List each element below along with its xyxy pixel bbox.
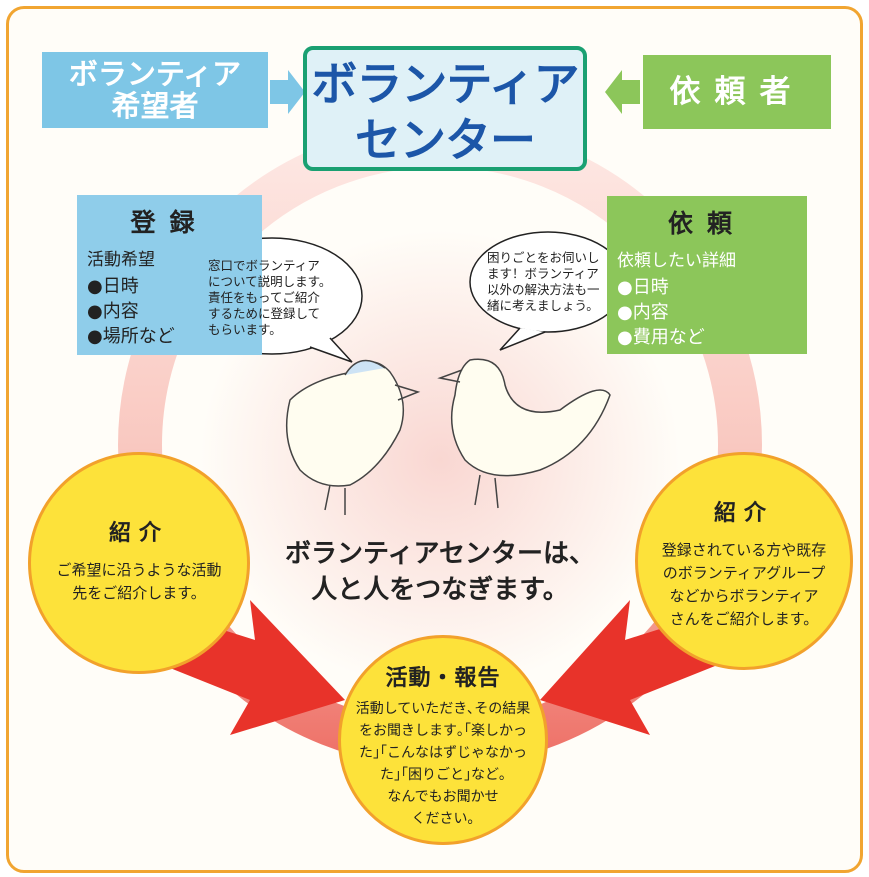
slogan-line-2: 人と人をつなぎます。 [311,575,569,605]
activity-report-line: た｣｢困りごと｣など｡ [380,767,506,783]
bubble-line: 以外の解決方法も一 [487,282,600,297]
right-bubble-text: 困りごとをお伺いし ます！ボランティア 以外の解決方法も一 緒に考えましょう。 [487,250,600,314]
center-title-line-1: ボランティア [311,57,579,111]
requester-box: 依頼者 [643,55,831,129]
introduction-right-circle: 紹介 登録されている方や既存 のボランティアグループ などからボランティア さん… [635,452,853,670]
registration-list: ●日時 ●内容 ●場所など [87,274,252,349]
left-bubble-text: 窓口でボランティア について説明します。 責任をもってご紹介 するために登録して… [208,258,331,338]
activity-report-line: 活動していただき､その結果 [355,701,531,717]
bubble-line: 窓口でボランティア [208,258,320,273]
bubble-line: 緒に考えましょう。 [487,298,599,313]
arrow-right-icon [270,70,305,114]
introduction-left-line: ご希望に沿うような活動 [56,561,222,579]
introduction-left-title: 紹介 [108,521,169,546]
introduction-left-circle: 紹介 ご希望に沿うような活動 先をご紹介します。 [28,452,250,674]
center-title-line-2: センター [355,113,536,167]
volunteer-wisher-line-2: 希望者 [111,89,199,123]
request-list: ●日時 ●内容 ●費用など [617,275,797,350]
bubble-line: 責任をもってご紹介 [208,290,320,305]
introduction-right-line: 登録されている方や既存 [661,541,827,559]
activity-report-line: ください｡ [411,811,475,827]
activity-report-line: をお聞きします｡｢楽しかっ [359,723,527,739]
registration-subtitle: 活動希望 [87,250,155,270]
request-title: 依頼 [667,209,746,238]
activity-report-line: なんでもお聞かせ [387,789,499,805]
introduction-right-line: さんをご紹介します。 [669,610,819,628]
introduction-left-line: 先をご紹介します。 [72,584,206,602]
registration-panel: 登録 活動希望 ●日時 ●内容 ●場所など [77,195,262,355]
bird-left-icon [285,359,421,515]
bubble-line: するために登録して [208,306,321,321]
volunteer-center-box: ボランティア センター [303,46,587,171]
introduction-right-line: のボランティアグループ [662,564,826,582]
slogan: ボランティアセンターは、 人と人をつなぎます。 [250,536,630,608]
activity-report-circle: 活動・報告 活動していただき､その結果 をお聞きします｡｢楽しかっ た｣｢こんな… [338,635,548,845]
registration-title: 登録 [130,208,209,237]
activity-report-title: 活動・報告 [385,666,501,691]
bird-right-icon [437,358,611,509]
request-item: ●内容 [617,302,669,323]
introduction-right-title: 紹介 [713,501,774,526]
registration-item: ●日時 [87,276,139,297]
request-panel: 依頼 依頼したい詳細 ●日時 ●内容 ●費用など [607,196,807,354]
volunteer-wisher-box: ボランティア 希望者 [42,52,268,128]
registration-item: ●内容 [87,301,139,322]
bubble-line: について説明します。 [208,274,332,289]
activity-report-line: た｣｢こんなはずじゃなかっ [359,745,527,761]
bubble-line: 困りごとをお伺いし [487,250,600,265]
request-item: ●日時 [617,277,669,298]
arrow-left-icon [605,70,640,114]
bubble-line: もらいます。 [208,322,282,337]
introduction-right-line: などからボランティア [669,587,819,605]
request-item: ●費用など [617,327,705,348]
registration-item: ●場所など [87,326,175,347]
bubble-line: ます！ボランティア [487,266,599,281]
volunteer-wisher-line-1: ボランティア [68,57,242,91]
request-subtitle: 依頼したい詳細 [617,251,736,271]
slogan-line-1: ボランティアセンターは、 [285,539,595,569]
